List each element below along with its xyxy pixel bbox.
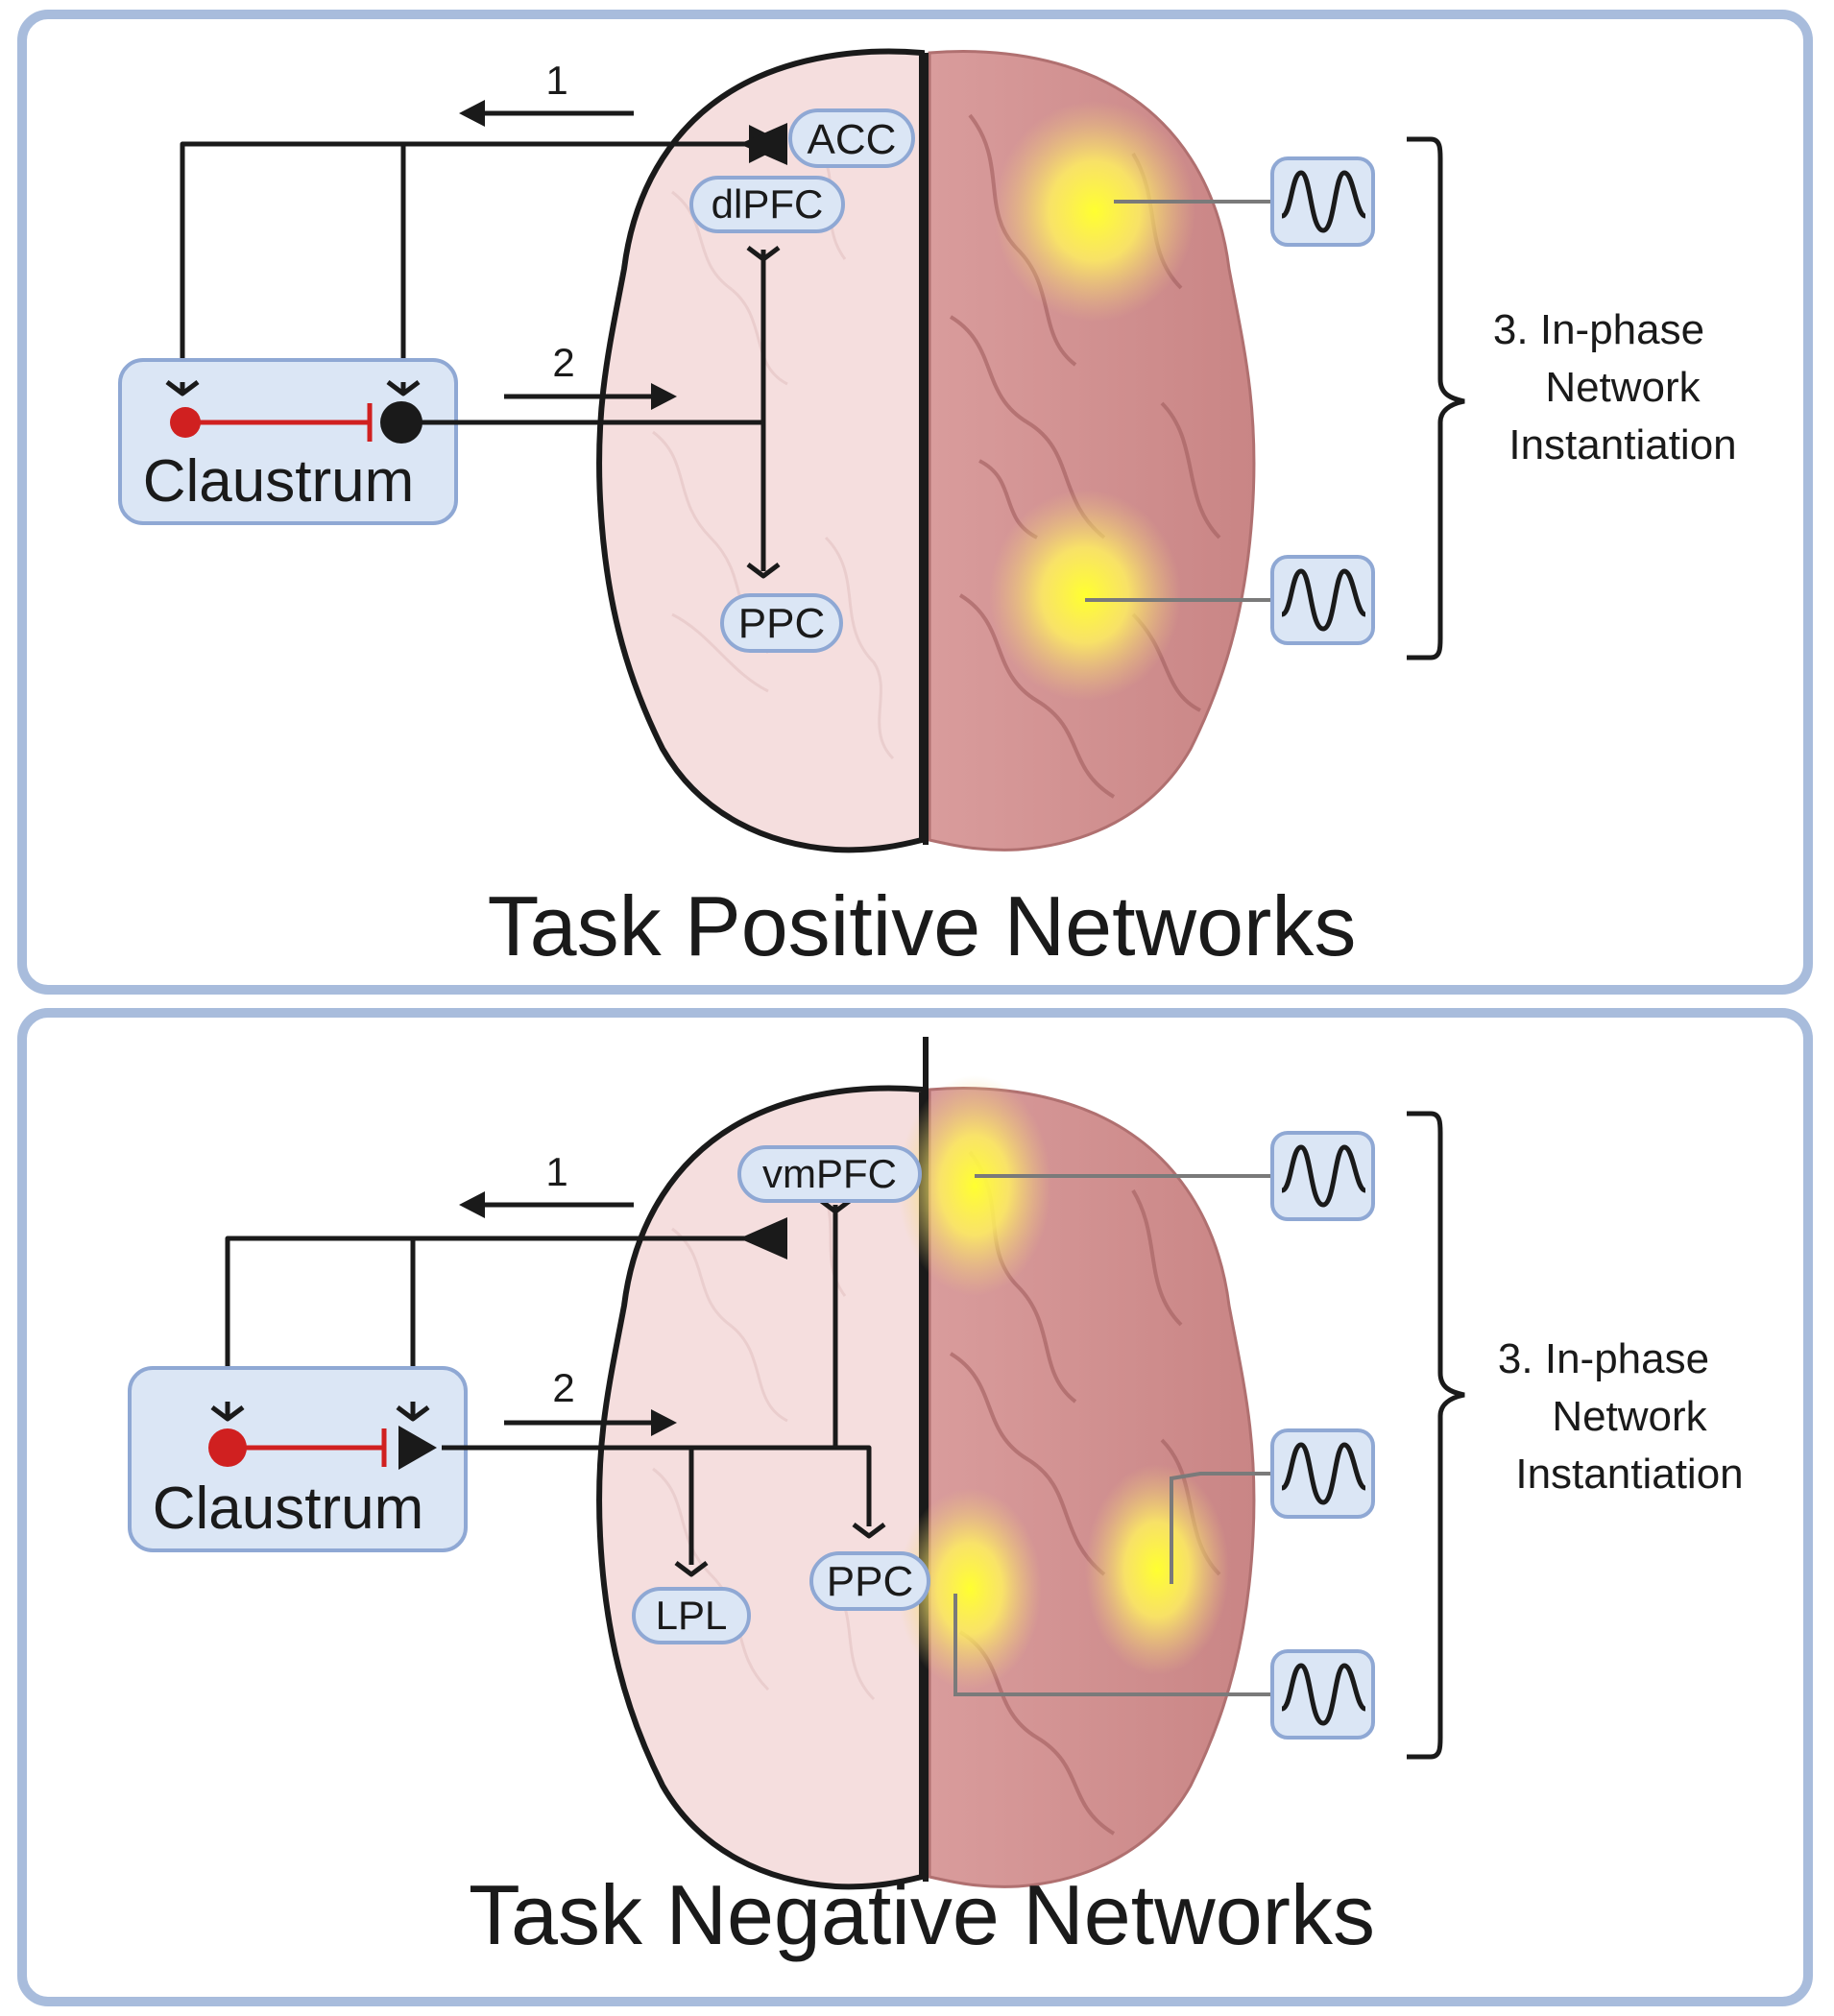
sine-wave-icon — [1270, 1131, 1375, 1221]
bracket-label-line1: 3. In-phase — [1493, 306, 1704, 353]
activation-lpl — [1085, 1464, 1229, 1675]
svg-text:PPC: PPC — [738, 600, 825, 647]
region-pill-ppc: PPC — [809, 1551, 930, 1611]
bracket-label-line1: 3. In-phase — [1498, 1335, 1709, 1382]
bracket-label-line3: Instantiation — [1515, 1451, 1743, 1498]
bracket-label-line2: Network — [1545, 364, 1701, 411]
excitatory-neuron — [380, 401, 422, 444]
activation-acc — [994, 101, 1195, 322]
activation-vmpfc — [898, 1075, 1051, 1296]
arrow-1-top — [459, 100, 485, 127]
activation-ppc — [989, 490, 1181, 701]
activation-ppc — [898, 1488, 1042, 1690]
arrow-1-bottom — [459, 1191, 485, 1218]
brain-bottom — [599, 1037, 1256, 1886]
region-pill-lpl: LPL — [632, 1587, 751, 1644]
pathway-label-2: 2 — [552, 340, 574, 385]
sine-wave-icon — [1270, 1649, 1375, 1740]
synapse-vmpfc-triangle — [739, 1217, 787, 1260]
region-pill-vmpfc: vmPFC — [737, 1145, 922, 1203]
panel-title: Task Negative Networks — [469, 1867, 1375, 1962]
excitatory-neuron — [398, 1426, 437, 1470]
region-pill-acc: ACC — [788, 108, 915, 168]
claustrum-label: Claustrum — [153, 1476, 424, 1542]
sine-wave-icon — [1270, 555, 1375, 645]
svg-text:vmPFC: vmPFC — [762, 1151, 897, 1196]
svg-text:PPC: PPC — [827, 1558, 913, 1605]
sine-wave-icon — [1270, 1428, 1375, 1519]
claustrum-label: Claustrum — [143, 448, 415, 515]
claustrum-box — [118, 358, 458, 525]
region-pill-ppc: PPC — [720, 593, 843, 653]
sine-wave-icon — [1270, 156, 1375, 247]
pathway-label-1: 1 — [545, 58, 567, 103]
panel-title: Task Positive Networks — [488, 878, 1357, 973]
svg-text:ACC: ACC — [808, 116, 897, 163]
arrow-2-bottom — [651, 1409, 677, 1436]
bracket-label-line3: Instantiation — [1508, 421, 1736, 468]
svg-text:LPL: LPL — [656, 1593, 728, 1638]
region-pill-dlpfc: dlPFC — [689, 176, 845, 233]
inhibitory-neuron — [208, 1428, 247, 1467]
claustrum-box — [128, 1366, 468, 1552]
svg-text:dlPFC: dlPFC — [712, 181, 824, 227]
pathway-label-1: 1 — [545, 1149, 567, 1194]
arrow-2-top — [651, 383, 677, 410]
bracket — [1407, 136, 1465, 660]
brain-top — [599, 52, 1256, 851]
bracket-label-line2: Network — [1552, 1393, 1707, 1440]
pathway-label-2: 2 — [552, 1365, 574, 1410]
inhibitory-neuron — [170, 407, 201, 438]
bracket — [1407, 1111, 1465, 1760]
